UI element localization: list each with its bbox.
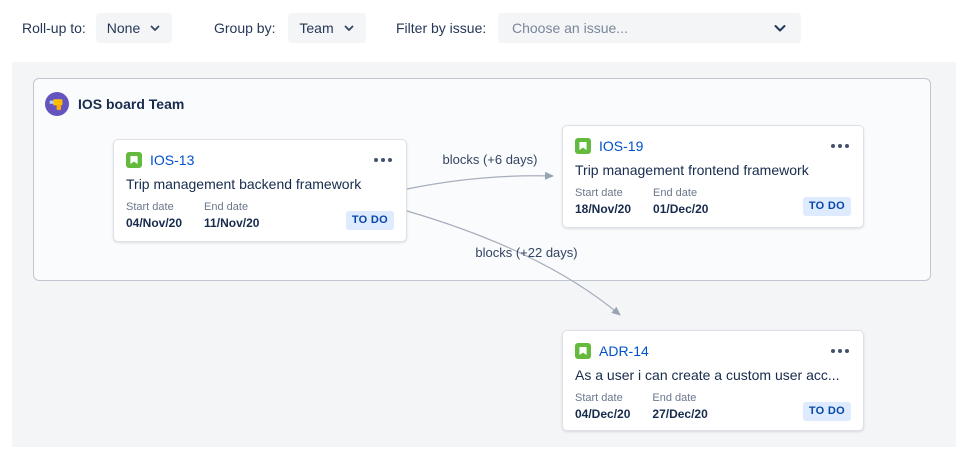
issue-key-link[interactable]: IOS-13	[150, 152, 195, 168]
start-date-value: 04/Dec/20	[575, 407, 631, 421]
issue-card-ios-19[interactable]: IOS-19 Trip management frontend framewor…	[562, 125, 864, 228]
issue-key-link[interactable]: ADR-14	[599, 343, 649, 359]
start-date-label: Start date	[575, 187, 623, 199]
end-date-value: 27/Dec/20	[652, 407, 708, 421]
issue-title: Trip management frontend framework	[575, 162, 809, 178]
dependency-map-panel: IOS board Team blocks (+6 days) blocks (…	[12, 62, 956, 447]
start-date-value: 04/Nov/20	[126, 216, 183, 230]
start-date-label: Start date	[575, 392, 623, 404]
end-date-value: 11/Nov/20	[204, 216, 260, 230]
filter-by-issue-select[interactable]: Choose an issue...	[498, 13, 801, 43]
filter-by-issue-label: Filter by issue:	[396, 20, 487, 36]
more-options-button[interactable]	[372, 154, 394, 166]
chevron-down-icon	[149, 22, 161, 34]
story-icon	[126, 152, 142, 168]
issue-card-adr-14[interactable]: ADR-14 As a user i can create a custom u…	[562, 330, 864, 431]
start-date-label: Start date	[126, 201, 174, 213]
issue-card-ios-13[interactable]: IOS-13 Trip management backend framework…	[113, 139, 407, 242]
status-badge: TO DO	[802, 197, 851, 216]
toolbar: Roll-up to: None Group by: Team Filter b…	[0, 0, 956, 56]
status-badge: TO DO	[802, 402, 851, 421]
end-date-label: End date	[204, 201, 249, 213]
end-date-value: 01/Dec/20	[653, 202, 709, 216]
team-avatar-icon	[45, 92, 69, 116]
more-options-button[interactable]	[829, 345, 851, 357]
filter-placeholder: Choose an issue...	[512, 20, 628, 36]
rollup-label: Roll-up to:	[22, 20, 86, 36]
groupby-value: Team	[299, 20, 334, 36]
chevron-down-icon	[343, 22, 355, 34]
team-group-header: IOS board Team	[45, 92, 184, 116]
groupby-label: Group by:	[214, 20, 276, 36]
end-date-label: End date	[652, 392, 697, 404]
issue-key-link[interactable]: IOS-19	[599, 138, 644, 154]
dependency-label: blocks (+6 days)	[442, 152, 538, 167]
chevron-down-icon	[773, 22, 787, 34]
issue-title: As a user i can create a custom user acc…	[575, 367, 840, 383]
groupby-dropdown[interactable]: Team	[288, 13, 366, 43]
team-group-title: IOS board Team	[78, 96, 185, 112]
dependency-label: blocks (+22 days)	[475, 245, 578, 260]
end-date-label: End date	[653, 187, 698, 199]
issue-title: Trip management backend framework	[126, 176, 362, 192]
story-icon	[575, 138, 591, 154]
rollup-dropdown[interactable]: None	[96, 13, 172, 43]
rollup-value: None	[106, 20, 141, 36]
story-icon	[575, 343, 591, 359]
more-options-button[interactable]	[829, 140, 851, 152]
start-date-value: 18/Nov/20	[575, 202, 632, 216]
status-badge: TO DO	[345, 211, 394, 230]
